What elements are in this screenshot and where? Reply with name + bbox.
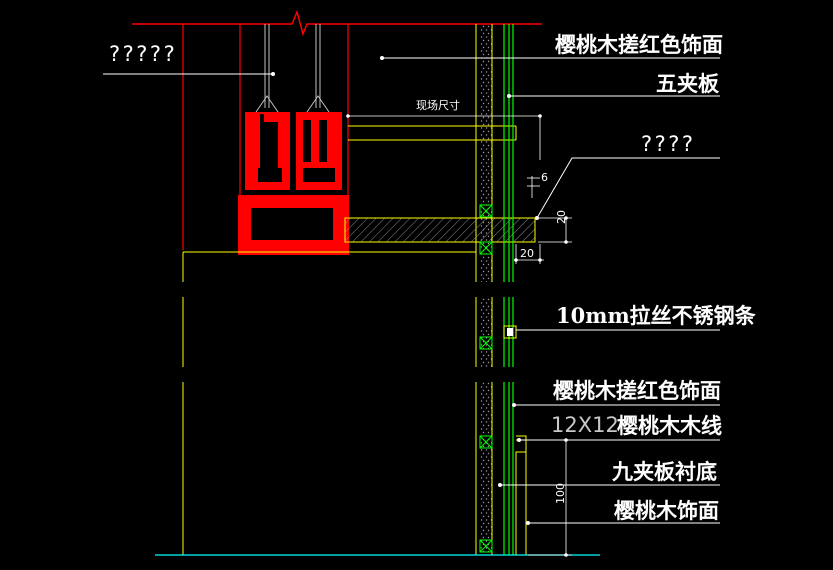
label-finish-top: 樱桃木搓红色饰面 xyxy=(555,32,723,57)
structure-lines xyxy=(182,24,349,250)
label-five-ply: 五夹板 xyxy=(656,71,719,96)
label-veneer: 樱桃木饰面 xyxy=(614,498,719,523)
label-unknown-left: ????? xyxy=(108,42,177,66)
dim-100: 100 xyxy=(554,483,567,504)
leader-lines xyxy=(103,57,720,524)
dimension-lines xyxy=(348,115,572,556)
yellow-lines xyxy=(182,24,517,555)
dimension-ticks xyxy=(346,114,568,557)
label-wood-line-prefix: 12X12 xyxy=(551,413,619,437)
label-finish-mid: 樱桃木搓红色饰面 xyxy=(553,378,721,403)
label-nine-ply: 九夹板衬底 xyxy=(612,459,717,484)
hanger-rods xyxy=(255,24,330,113)
label-steel-strip: 10mm拉丝不锈钢条 xyxy=(556,303,756,328)
leader-dots xyxy=(271,56,539,525)
dim-6: 6 xyxy=(541,171,548,184)
dim-20-horizontal: 20 xyxy=(520,247,534,260)
dim-20-vertical: 20 xyxy=(555,210,568,224)
label-wood-line: 樱桃木木线 xyxy=(617,413,722,438)
label-site-size: 现场尺寸 xyxy=(416,99,460,112)
wall-layers xyxy=(479,24,527,556)
curtain-track xyxy=(238,112,349,255)
pelmet-board xyxy=(344,217,536,243)
label-unknown-right: ???? xyxy=(640,132,695,156)
